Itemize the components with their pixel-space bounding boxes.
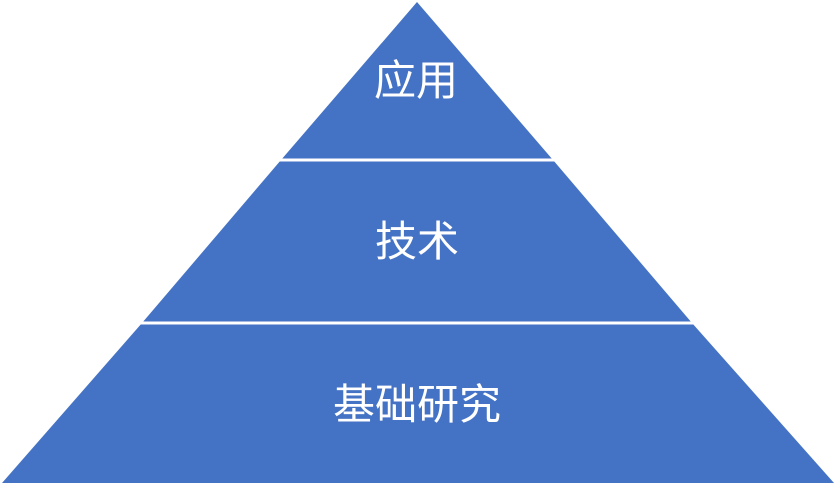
pyramid-tier-middle [142,160,692,323]
pyramid-tier-top [281,2,553,160]
tier-label-basic-research: 基础研究 [333,380,501,429]
pyramid-tier-bottom [2,323,834,483]
tier-label-application: 应用 [374,56,458,105]
tier-label-technology: 技术 [375,217,459,266]
